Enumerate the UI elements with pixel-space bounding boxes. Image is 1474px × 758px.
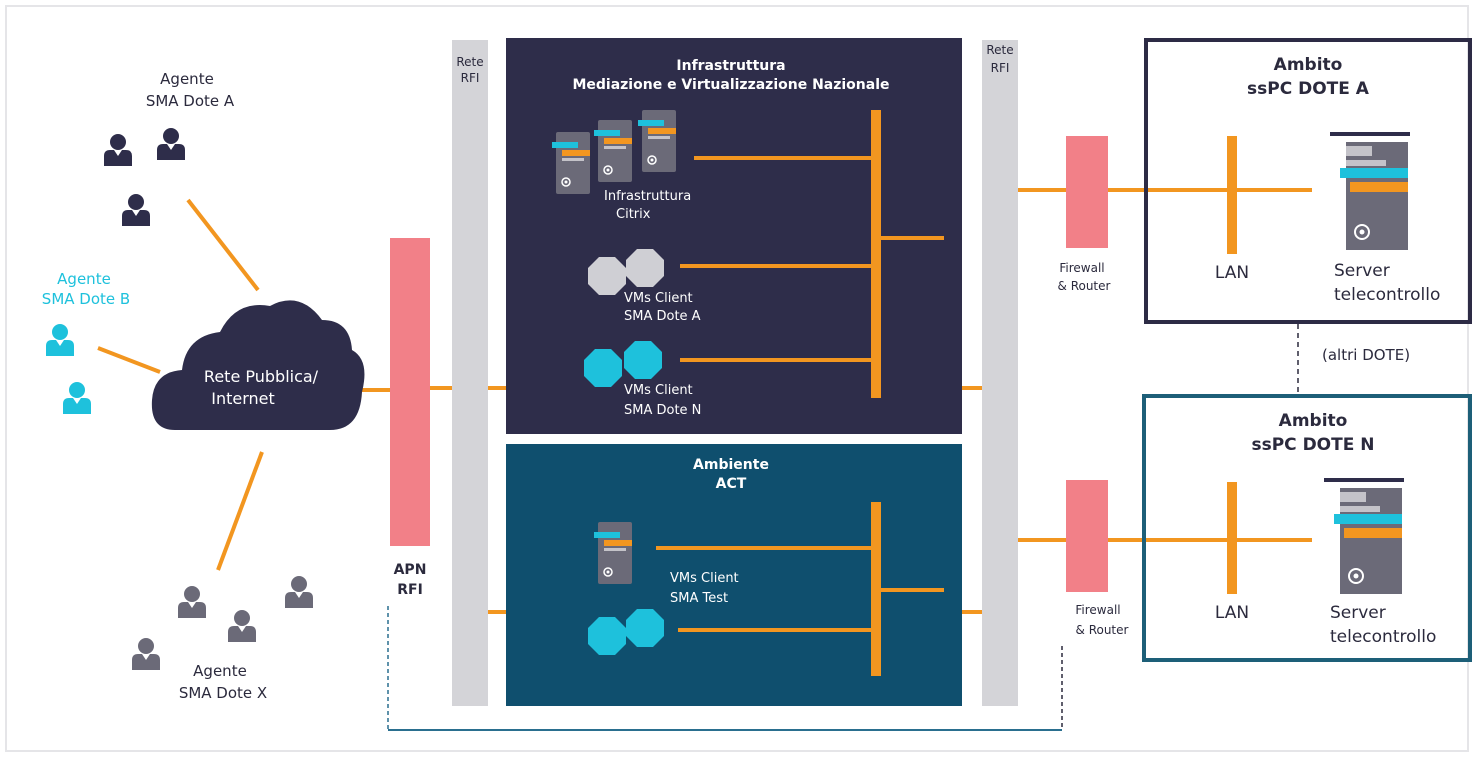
person-icon	[132, 638, 160, 670]
act-bus	[656, 546, 944, 632]
vms-a-label-1: VMs Client	[624, 291, 693, 306]
person-icon	[104, 134, 132, 166]
apn-label-1: APN	[394, 562, 427, 578]
fw-a-label-1: Firewall	[1059, 261, 1104, 275]
cloud-label-2: Internet	[211, 389, 275, 408]
server-icon	[593, 119, 633, 183]
agent-x-label-2: SMA Dote X	[179, 684, 267, 702]
server-n-cap	[1324, 478, 1404, 482]
act-box	[506, 444, 962, 706]
server-telecontrollo-n-icon	[1334, 488, 1402, 594]
person-icon	[228, 610, 256, 642]
ambito-n-frame	[1142, 394, 1472, 662]
agent-x-label-1: Agente	[193, 662, 247, 680]
vm-icon	[626, 609, 664, 647]
rete-rfi-right-label-1: Rete	[986, 43, 1013, 57]
citrix-label-2: Citrix	[616, 207, 651, 222]
server-a-label-2: telecontrollo	[1334, 285, 1440, 305]
server-icon	[593, 521, 633, 585]
vm-icon	[588, 617, 626, 655]
vm-icon	[588, 257, 626, 295]
act-vms-label-1: VMs Client	[670, 571, 739, 586]
vms-n-label-1: VMs Client	[624, 383, 693, 398]
act-title-1: Ambiente	[693, 457, 769, 473]
rete-rfi-right-band	[982, 40, 1018, 706]
altri-dote-label: (altri DOTE)	[1322, 346, 1410, 364]
act-title-2: ACT	[716, 476, 747, 492]
ambito-a-title-1: Ambito	[1274, 55, 1343, 75]
agent-b-label-1: Agente	[57, 270, 111, 288]
fw-n-label-2: & Router	[1076, 623, 1129, 637]
server-n-label-1: Server	[1330, 603, 1386, 623]
citrix-label-1: Infrastruttura	[604, 189, 691, 204]
agents-group-b: Agente SMA Dote B	[42, 270, 130, 414]
vm-icon	[624, 341, 662, 379]
cloud-label-1: Rete Pubblica/	[204, 367, 319, 386]
vm-icon	[626, 249, 664, 287]
server-a-label-1: Server	[1334, 261, 1390, 281]
person-icon	[63, 382, 91, 414]
cloud-icon	[151, 300, 365, 430]
band-links	[488, 386, 982, 614]
server-icon	[637, 109, 677, 173]
cloud-internet: Rete Pubblica/ Internet	[151, 300, 365, 430]
server-a-cap	[1330, 132, 1410, 136]
infra-title-2: Mediazione e Virtualizzazione Nazionale	[572, 77, 889, 93]
page-frame	[5, 5, 1469, 752]
infra-title-1: Infrastruttura	[676, 58, 785, 74]
agents-group-x: Agente SMA Dote X	[132, 576, 313, 702]
act-bus-bar	[871, 502, 881, 676]
fw-n-label-1: Firewall	[1075, 603, 1120, 617]
lan-a-label: LAN	[1215, 263, 1249, 283]
infra-bus	[680, 156, 944, 362]
person-icon	[122, 194, 150, 226]
rete-rfi-left-band	[452, 40, 488, 706]
person-icon	[46, 324, 74, 356]
rete-rfi-left-label-2: RFI	[461, 71, 480, 85]
agent-a-label-2: SMA Dote A	[146, 92, 235, 110]
lan-n-label: LAN	[1215, 603, 1249, 623]
lan-n-bar	[1227, 482, 1237, 594]
ambito-n-title-1: Ambito	[1279, 411, 1348, 431]
firewall-n	[1066, 480, 1108, 592]
vms-n-label-2: SMA Dote N	[624, 403, 701, 418]
ambito-n-title-2: ssPC DOTE N	[1251, 435, 1374, 455]
person-icon	[157, 128, 185, 160]
vm-icon	[584, 349, 622, 387]
rete-rfi-right-label-2: RFI	[991, 61, 1010, 75]
person-icon	[178, 586, 206, 618]
agent-a-label-1: Agente	[160, 70, 214, 88]
act-vms-label-2: SMA Test	[670, 591, 728, 606]
agents-group-a: Agente SMA Dote A	[104, 70, 235, 226]
apn-label-2: RFI	[397, 582, 423, 598]
server-icon	[551, 131, 591, 195]
firewall-a	[1066, 136, 1108, 248]
lan-a-bar	[1227, 136, 1237, 254]
server-telecontrollo-a-icon	[1340, 142, 1408, 250]
infra-bus-bar	[871, 110, 881, 398]
ambito-a-title-2: ssPC DOTE A	[1247, 79, 1370, 99]
apn-bar	[390, 238, 430, 546]
person-icon	[285, 576, 313, 608]
fw-a-label-2: & Router	[1058, 279, 1111, 293]
agent-b-label-2: SMA Dote B	[42, 290, 130, 308]
rete-rfi-left-label-1: Rete	[456, 55, 483, 69]
server-n-label-2: telecontrollo	[1330, 627, 1436, 647]
ambito-a-frame	[1144, 38, 1472, 324]
vms-a-label-2: SMA Dote A	[624, 309, 701, 324]
